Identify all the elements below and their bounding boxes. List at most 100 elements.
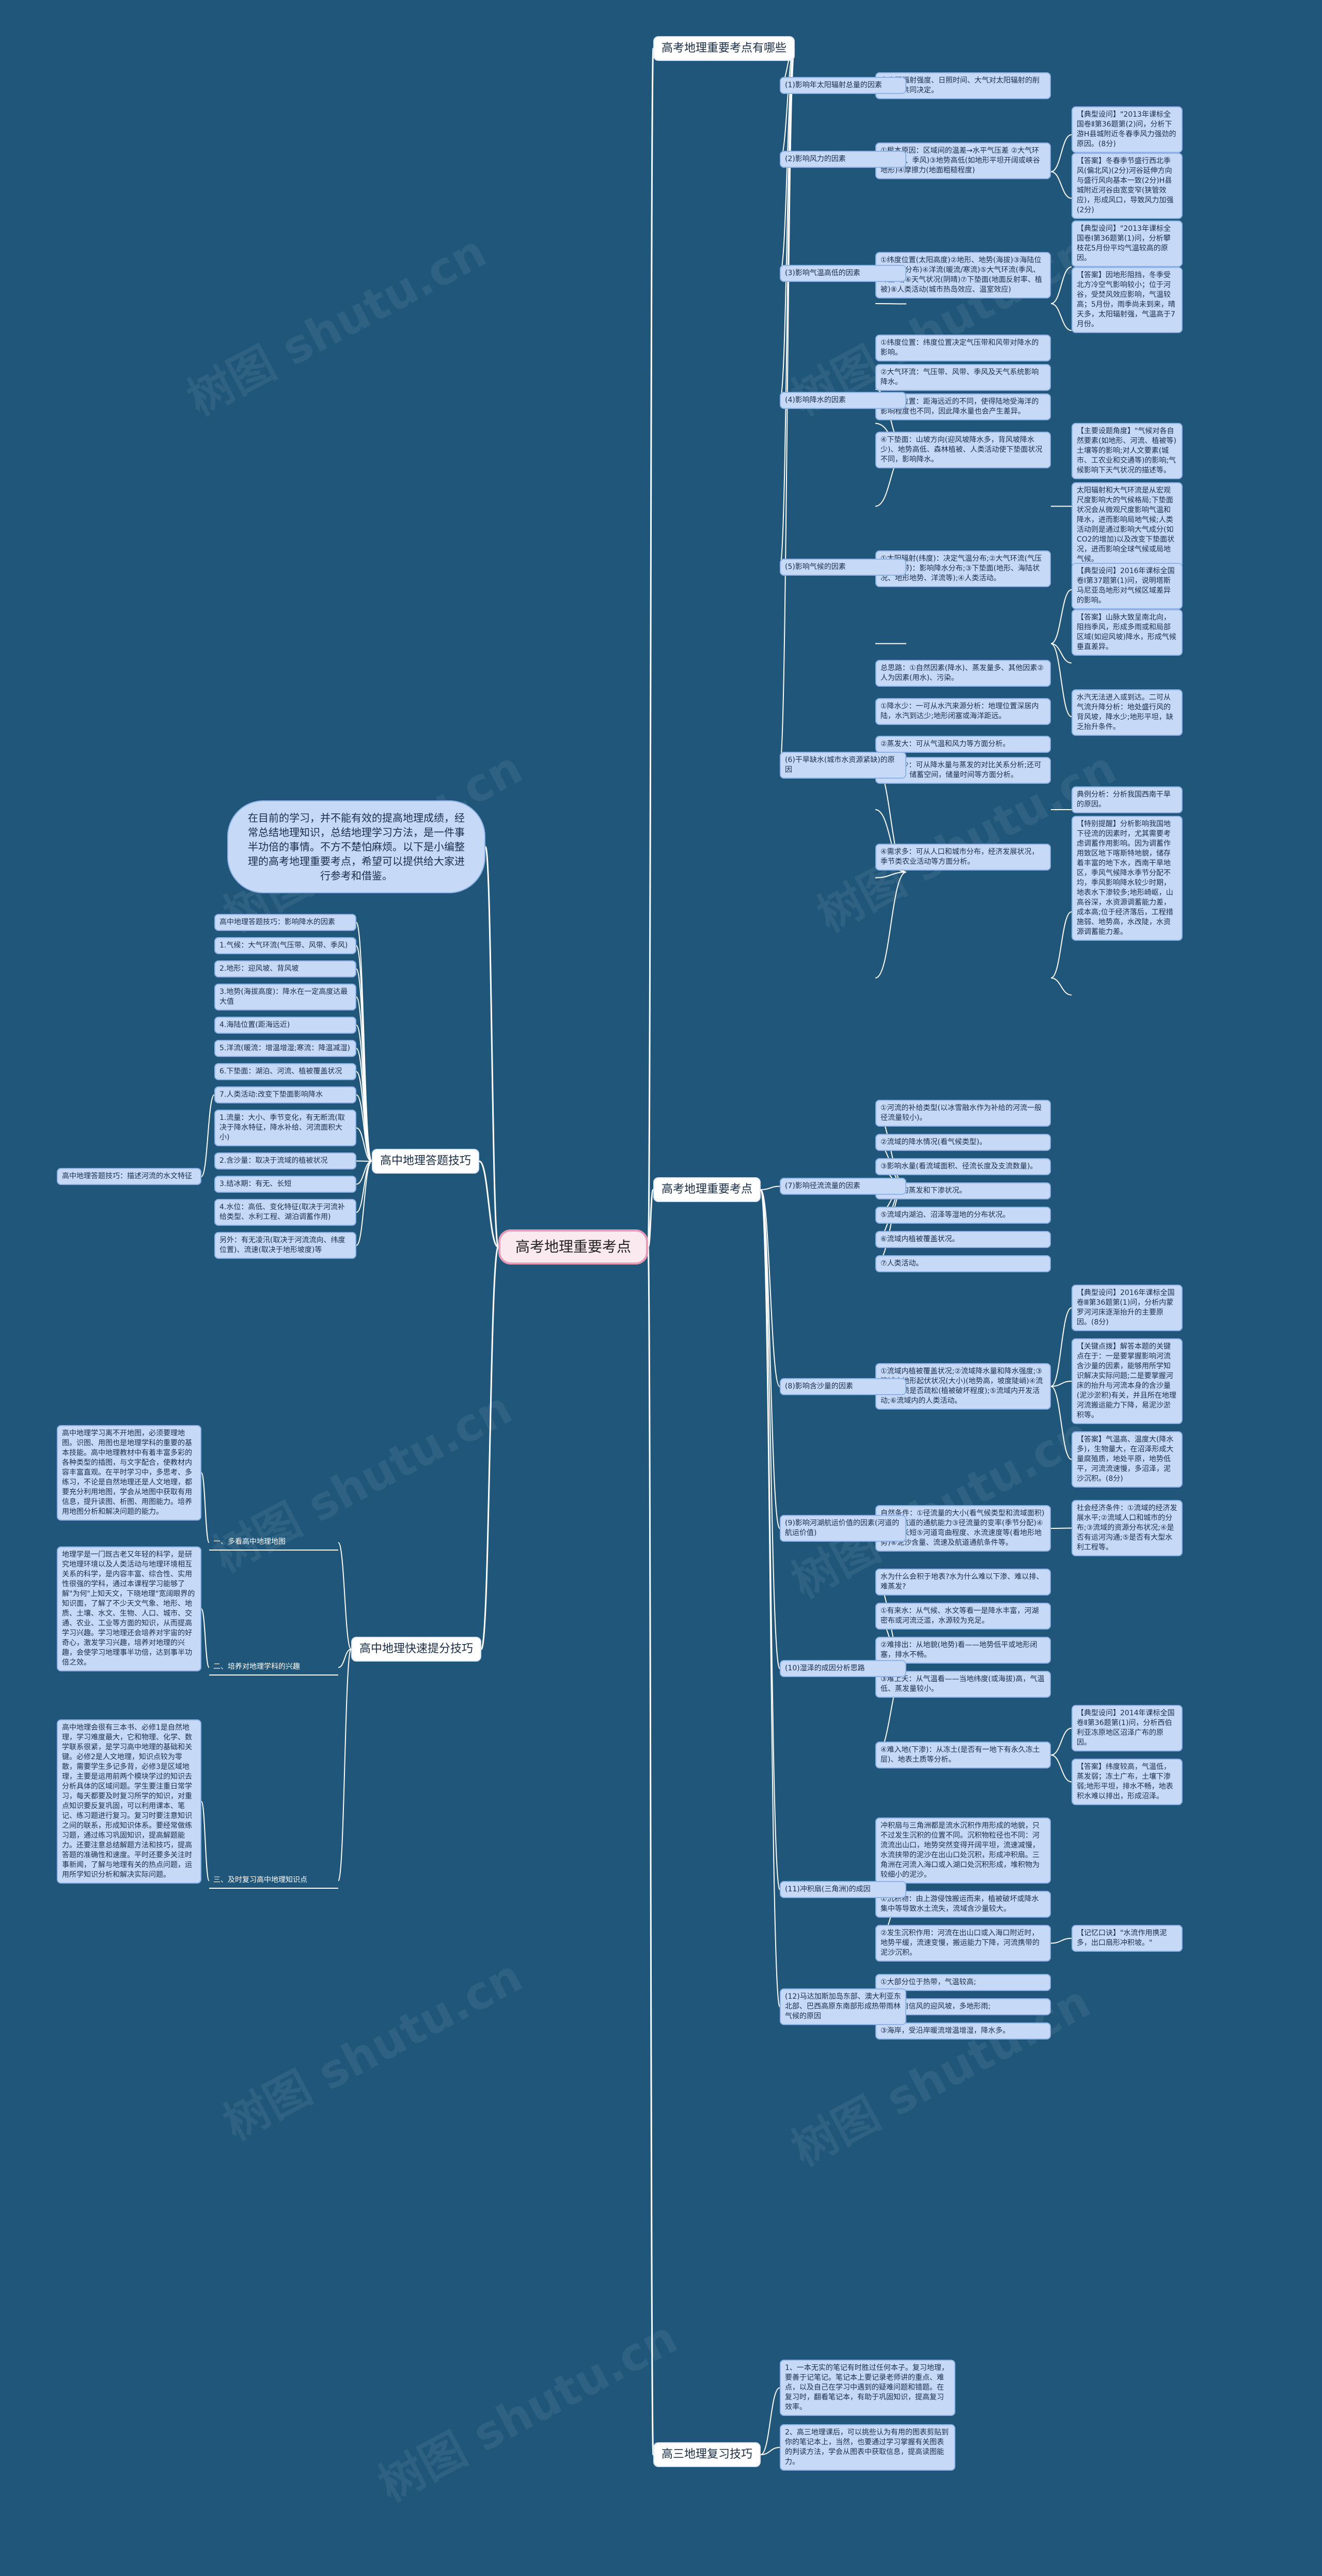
leaf-topic[interactable]: ③海岸，受沿岸暖流增温增湿，降水多。 [875,2022,1051,2040]
branch-topic[interactable]: 高考地理重要考点有哪些 [653,36,795,61]
group-topic[interactable]: (4)影响降水的因素 [780,391,906,409]
group-topic[interactable]: (9)影响河湖航运价值的因素(河道的航运价值) [780,1515,906,1542]
connector-line [479,1160,499,1248]
leaf-topic[interactable]: 总思路：①自然因素(降水)、蒸发量多、其他因素②人为因素(用水)、污染。 [875,660,1051,687]
leaf-topic[interactable]: 【主要设题角度】"气候对各自然要素(如地形、河流、植被等)土壤等的影响;对人文要… [1072,423,1183,480]
leaf-topic[interactable]: 另外：有无凌汛(取决于河流流向、纬度位置)、流速(取决于地形坡度)等 [214,1232,356,1259]
group-topic[interactable]: 二、培养对地理学科的兴趣 [209,1660,338,1676]
group-topic[interactable]: (10)湿泽的成因分析思路 [780,1660,906,1677]
branch-topic[interactable]: 高三地理复习技巧 [653,2442,761,2467]
leaf-topic[interactable]: ④需求多：可从人口和城市分布，经济发展状况，季节类农业活动等方面分析。 [875,843,1051,871]
leaf-topic[interactable]: 高中地理答题技巧：描述河流的水文特征 [57,1168,201,1185]
connector-line [338,1649,352,1668]
leaf-topic[interactable]: 水为什么会积于地表?水为什么难以下渗、难以排、难蒸发? [875,1569,1051,1595]
group-topic[interactable]: (11)冲积扇(三角洲)的成因 [780,1881,906,1898]
leaf-topic[interactable]: ②蒸发大：可从气温和风力等方面分析。 [875,736,1051,753]
leaf-topic[interactable]: 2.含沙量：取决于流域的植被状况 [214,1152,356,1170]
leaf-topic[interactable]: 3.地势(海拔高度)：降水在一定高度达最大值 [214,984,356,1010]
intro-bubble[interactable]: 在目前的学习，并不能有效的提高地理成绩，经常总结地理知识，总结地理学习方法，是一… [227,800,485,893]
group-topic[interactable]: (3)影响气温高低的因素 [780,265,906,282]
connector-line [1050,171,1072,199]
leaf-topic[interactable]: 4.水位：高低、变化特征(取决于河流补给类型、水利工程、湖泊调蓄作用) [214,1199,356,1226]
leaf-topic[interactable]: ⑥流域内植被覆盖状况。 [875,1231,1051,1248]
connector-line [484,846,499,1248]
leaf-topic[interactable]: 【关键点拨】解答本题的关键点在于：一是要掌握影响河流含沙量的因素，能够用所学知识… [1072,1338,1183,1424]
leaf-topic[interactable]: 4.海陆位置(距海远近) [214,1017,356,1034]
leaf-topic[interactable]: ①沉积物：由上游侵蚀搬运而来，植被破坏或降水集中等导致水土流失，流域含沙量较大。 [875,1891,1051,1918]
connector-line [356,1094,372,1162]
leaf-topic[interactable]: 5.洋流(暖流：增温增湿;寒流：降温减湿) [214,1040,356,1057]
leaf-topic[interactable]: ⑦人类活动。 [875,1255,1051,1272]
leaf-topic[interactable]: 【答案】山脉大致呈南北向，阻挡季风，形成多雨或和局部区域(如迎风坡)降水，形成气… [1072,609,1183,656]
root-topic[interactable]: 高考地理重要考点 [498,1229,648,1265]
leaf-topic[interactable]: 【答案】纬度较高，气温低，蒸发弱；冻土广布，土壤下渗弱;地形平坦，排水不畅，地表… [1072,1759,1183,1805]
connector-line [201,1801,210,1882]
connector-line [201,1608,210,1668]
leaf-topic[interactable]: 【典型设问】2016年课标全国卷Ⅲ第36题第(1)问，分析内蒙罗河河床逐渐抬升的… [1072,1285,1183,1331]
leaf-topic[interactable]: ①大部分位于热带，气温较高; [875,1974,1051,1991]
leaf-topic[interactable]: 水汽无法进入或到达。二可从气流升降分析：地处盛行风的背风坡，降水少;地形平坦，缺… [1072,689,1183,736]
leaf-topic[interactable]: 2.地形：迎风坡、背风坡 [214,960,356,977]
leaf-topic[interactable]: 3.结冰期：有无、长短 [214,1176,356,1193]
leaf-topic[interactable]: 典例分析：分析我国西南干旱的原因。 [1072,786,1183,814]
leaf-topic[interactable]: ②流域的降水情况(看气候类型)。 [875,1134,1051,1151]
connector-line [1050,643,1072,663]
leaf-topic[interactable]: ①纬度位置：纬度位置决定气压带和风带对降水的影响。 [875,335,1051,362]
connector-line [356,1127,372,1162]
leaf-topic[interactable]: 7.人类活动:改变下垫面影响降水 [214,1086,356,1103]
leaf-topic[interactable]: 【典型设问】2014年课标全国卷Ⅱ第36题第(1)问，分析西伯利亚冻原地区沼泽广… [1072,1705,1183,1751]
leaf-topic[interactable]: 【记忆口诀】"水流作用携泥多，出口扇形冲积坡。" [1072,1925,1183,1952]
group-topic[interactable]: (7)影响径流流量的因素 [780,1177,906,1195]
group-topic[interactable]: (2)影响风力的因素 [780,151,906,168]
leaf-topic[interactable]: 【典型设问】"2013年课标全国卷Ⅰ第36题第(1)问，分析攀枝花5月份平均气温… [1072,220,1183,267]
group-topic[interactable]: (6)干旱缺水(城市水资源紧缺)的原因 [780,752,906,779]
connector-line [760,1189,780,1669]
leaf-topic[interactable]: 自然条件：①径流量的大小(看气候类型和流域面积)②影响航道的通航能力③径流量的变… [875,1505,1051,1552]
leaf-topic[interactable]: 6.下垫面：湖泊、河流、植被覆盖状况 [214,1063,356,1080]
connector-line [356,1160,372,1162]
group-topic[interactable]: (12)马达加斯加岛东部、澳大利亚东北部、巴西高原东南部形成热带雨林气候的原因 [780,1988,906,2025]
leaf-topic[interactable]: 1、一本无实的笔记有时胜过任何本子。复习地理，要善于记笔记。笔记本上要记录老师讲… [780,2360,955,2416]
leaf-topic[interactable]: 高中地理答题技巧：影响降水的因素 [214,914,356,931]
leaf-topic[interactable]: ②难排出：从地貌(地势)看——地势低平或地形闭塞，排水不畅。 [875,1637,1051,1664]
group-topic[interactable]: (5)影响气候的因素 [780,559,906,576]
group-topic[interactable]: 三、及时复习高中地理知识点 [209,1873,338,1889]
leaf-topic[interactable]: 1.气候：大气环流(气压带、风带、季风) [214,937,356,954]
leaf-topic[interactable]: 【答案】冬春季节盛行西北季风(偏北风)(2分)河谷延伸方向与盛行风向基本一致(2… [1072,152,1183,219]
group-topic[interactable]: 一、多看高中地理地图 [209,1535,338,1551]
leaf-topic[interactable]: 太阳辐射和大气环流是从宏观尺度影响大的气候格局;下垫面状况会从微观尺度影响气温和… [1072,482,1183,568]
leaf-topic[interactable]: 1.流量：大小、季节变化，有无断流(取决于降水特征，降水补给、河流面积大小) [214,1110,356,1146]
leaf-topic[interactable]: ②大气环流：气压带、风带、季风及天气系统影响降水。 [875,364,1051,391]
branch-topic[interactable]: 高中地理快速提分技巧 [351,1637,482,1662]
connector-line [1050,643,1072,717]
leaf-topic[interactable]: ③影响水量(看流域面积、径流长度及支流数量)。 [875,1158,1051,1175]
leaf-topic[interactable]: ④下垫面：山坡方向(迎风坡降水多，背风坡降水少)、地势高低、森林植被、人类活动使… [875,431,1051,468]
leaf-topic[interactable]: 【典型设问】"2013年课标全国卷Ⅱ第36题第(2)问，分析下游H县城附近冬春季… [1072,106,1183,153]
leaf-topic[interactable]: ①降水少：一可从水汽来源分析：地理位置深居内陆，水汽到达少;地形闭塞或海洋距远。 [875,698,1051,725]
leaf-topic[interactable]: 高中地理会很有三本书、必修1是自然地理，学习难度最大，它和物理、化学、数学联系很… [57,1719,201,1884]
leaf-topic[interactable]: 高中地理学习离不开地图，必须要理地图。识图、用图也是地理学科的重要的基本技能。高… [57,1425,201,1521]
leaf-topic[interactable]: ①河流的补给类型(以冰雪融水作为补给的河流一般径流量较小)。 [875,1100,1051,1127]
leaf-topic[interactable]: 地理学是一门既古老又年轻的科学，是研究地理环境以及人类活动与地理环境相互关系的科… [57,1546,201,1671]
branch-topic[interactable]: 高中地理答题技巧 [372,1149,480,1174]
leaf-topic[interactable]: 【答案】气温高、温度大(降水多)，生物量大，在沼泽形成大量腐殖质，地处平原，地势… [1072,1431,1183,1488]
group-topic[interactable]: (8)影响含沙量的因素 [780,1378,906,1395]
leaf-topic[interactable]: ③径流少：可从降水量与蒸发的对比关系分析;还可从下渗、储蓄空间，储量时间等方面分… [875,756,1051,784]
leaf-topic[interactable]: ①有来水：从气候、水文等看一是降水丰富，河湖密布或河流泛滥，水源较为充足。 [875,1603,1051,1630]
leaf-topic[interactable]: ③难上天：从气温看——当地纬度(或海拔)高，气温低、蒸发量较小。 [875,1671,1051,1698]
leaf-topic[interactable]: ①流域内植被覆盖状况;②流域降水量和降水强度;③流域内地形起伏状况(大小)(地势… [875,1363,1051,1410]
leaf-topic[interactable]: 2、高三地理课后，可以挑些认为有用的图表剪贴到你的笔记本上，当然，也要通过学习掌… [780,2424,955,2471]
leaf-topic[interactable]: ④难入地(下渗)：从冻土(是否有一地下有永久冻土层)、地表土质等分析。 [875,1742,1051,1768]
leaf-topic[interactable]: ②发生沉积作用：河流在出山口或入海口附近时，地势平缓，流速变慢，搬运能力下降，河… [875,1925,1051,1962]
branch-topic[interactable]: 高考地理重要考点 [653,1177,761,1202]
leaf-topic[interactable]: 【特别提醒】分析影响我国地下径流的因素时，尤其需要考虑调蓄作用影响。因为调蓄作用… [1072,816,1183,941]
leaf-topic[interactable]: ⑤流域内湖泊、沼泽等湿地的分布状况。 [875,1207,1051,1224]
leaf-topic[interactable]: ①太阳辐射(纬度)：决定气温分布;②大气环流(气压带、风带)：影响降水分布;③下… [875,550,1051,587]
connector-line [1050,1938,1072,1944]
group-topic[interactable]: (1)影响年太阳辐射总量的因素 [780,76,906,94]
leaf-topic[interactable]: 冲积扇与三角洲都是流水沉积作用形成的地貌，只不过发生沉积的位置不同。沉积物粒径也… [875,1818,1051,1884]
leaf-topic[interactable]: 社会经济条件：①流域的经济发展水平;②流域人口和城市的分布;③流域的资源分布状况… [1072,1500,1183,1556]
leaf-topic[interactable]: 【典型设问】2016年课标全国卷Ⅰ第37题第(1)问，说明塔斯马尼亚岛地形对气候… [1072,562,1183,609]
leaf-topic[interactable]: 【答案】因地形阻挡，冬季受北方冷空气影响较小；位于河谷，受焚风效应影响，气温较高… [1072,266,1183,333]
connector-line [201,1472,210,1543]
